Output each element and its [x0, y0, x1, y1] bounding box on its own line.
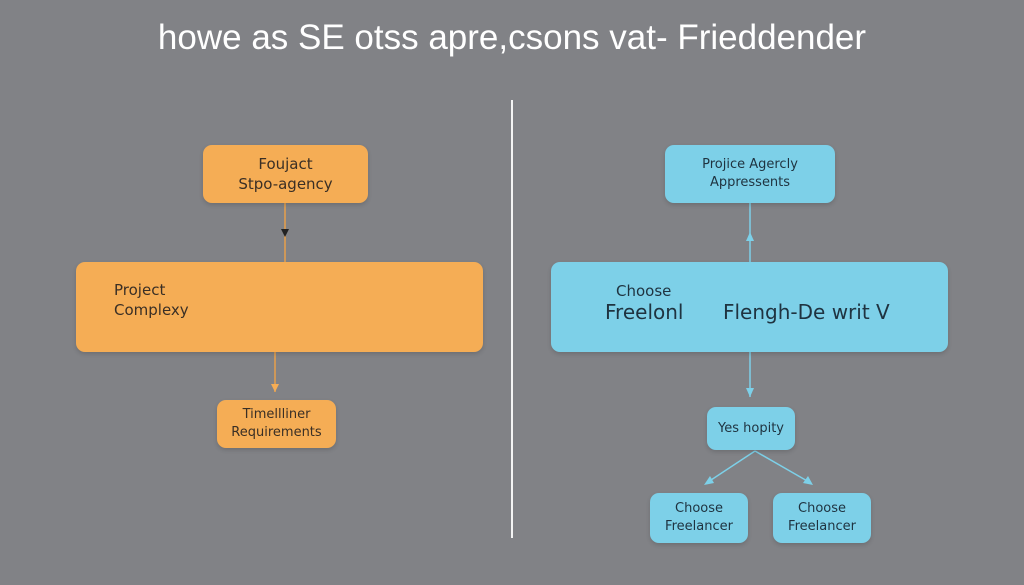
right-middle-left-text: Freelonl: [605, 300, 684, 324]
left-middle-box: Project Complexy: [76, 262, 483, 352]
decision-label: Yes hopity: [718, 420, 784, 436]
decision-box: Yes hopity: [707, 407, 795, 450]
right-middle-right-text: Flengh-De writ V: [723, 300, 890, 324]
leaf-line2: Freelancer: [665, 519, 733, 534]
arrowhead-icon: [704, 476, 714, 485]
arrowhead-down-icon: [271, 384, 279, 392]
branch-left: [707, 450, 756, 483]
left-top-line1: Foujact: [258, 155, 313, 173]
leaf-line1: Choose: [798, 501, 846, 516]
arrowhead-down-icon: [746, 388, 754, 397]
left-bottom-box: Timellliner Requirements: [217, 400, 336, 448]
right-top-line2: Appressents: [709, 175, 791, 190]
arrowhead-icon: [803, 476, 813, 485]
left-bottom-line1: Timellliner: [242, 407, 311, 422]
left-middle-line1: Project: [114, 281, 166, 299]
leaf-box: Choose Freelancer: [773, 493, 871, 543]
left-top-box: Foujact Stpo-agency: [203, 145, 368, 203]
right-top-box: Projice Agercly Appressents: [665, 145, 835, 203]
right-middle-box: Choose Freelonl Flengh-De writ V: [551, 262, 948, 352]
leaf-box: Choose Freelancer: [650, 493, 748, 543]
arrowhead-down-icon: [281, 229, 289, 237]
left-bottom-line2: Requirements: [231, 425, 322, 440]
leaf-line2: Freelancer: [788, 519, 856, 534]
left-middle-line2: Complexy: [114, 301, 189, 319]
right-middle-choose: Choose: [616, 282, 672, 300]
leaf-line1: Choose: [675, 501, 723, 516]
left-top-line2: Stpo-agency: [238, 175, 333, 193]
branch-right: [754, 450, 810, 483]
arrowhead-up-icon: [746, 232, 754, 241]
diagram-title: howe as SE otss apre,csons vat- Friedden…: [157, 18, 867, 57]
right-top-line1: Projice Agercly: [702, 157, 798, 172]
